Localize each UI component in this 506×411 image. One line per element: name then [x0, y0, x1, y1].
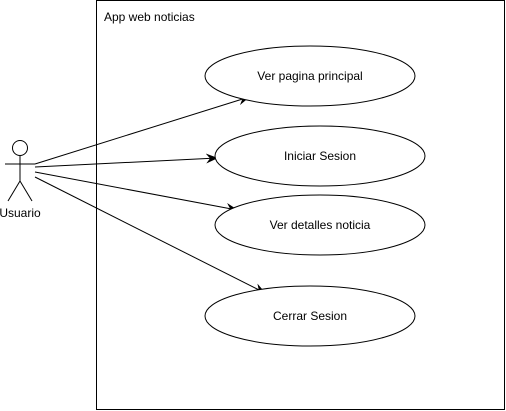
- use-case-label: Cerrar Sesion: [273, 309, 347, 323]
- association-arrow-ver-pagina-principal[interactable]: [34, 95, 250, 165]
- system-title: App web noticias: [104, 10, 195, 24]
- association-arrow-cerrar-sesion[interactable]: [34, 176, 266, 294]
- use-case-ellipse: [214, 194, 426, 256]
- use-case-ver-detalles-noticia[interactable]: Ver detalles noticia: [214, 194, 426, 256]
- actor-left-leg: [7, 180, 21, 202]
- use-case-label: Iniciar Sesion: [284, 149, 356, 163]
- association-arrow-iniciar-sesion[interactable]: [34, 153, 218, 168]
- actor-usuario[interactable]: [5, 140, 35, 202]
- use-case-iniciar-sesion[interactable]: Iniciar Sesion: [214, 125, 426, 187]
- actor-head: [12, 140, 28, 156]
- use-case-ellipse: [214, 125, 426, 187]
- actor-label: Usuario: [0, 206, 41, 220]
- association-arrow-ver-detalles-noticia[interactable]: [34, 171, 238, 213]
- use-case-ellipse: [204, 285, 416, 347]
- use-case-label: Ver pagina principal: [257, 69, 362, 83]
- use-case-ver-pagina-principal[interactable]: Ver pagina principal: [204, 45, 416, 107]
- actor-right-leg: [19, 180, 33, 202]
- use-case-cerrar-sesion[interactable]: Cerrar Sesion: [204, 285, 416, 347]
- use-case-ellipse: [204, 45, 416, 107]
- use-case-label: Ver detalles noticia: [270, 218, 371, 232]
